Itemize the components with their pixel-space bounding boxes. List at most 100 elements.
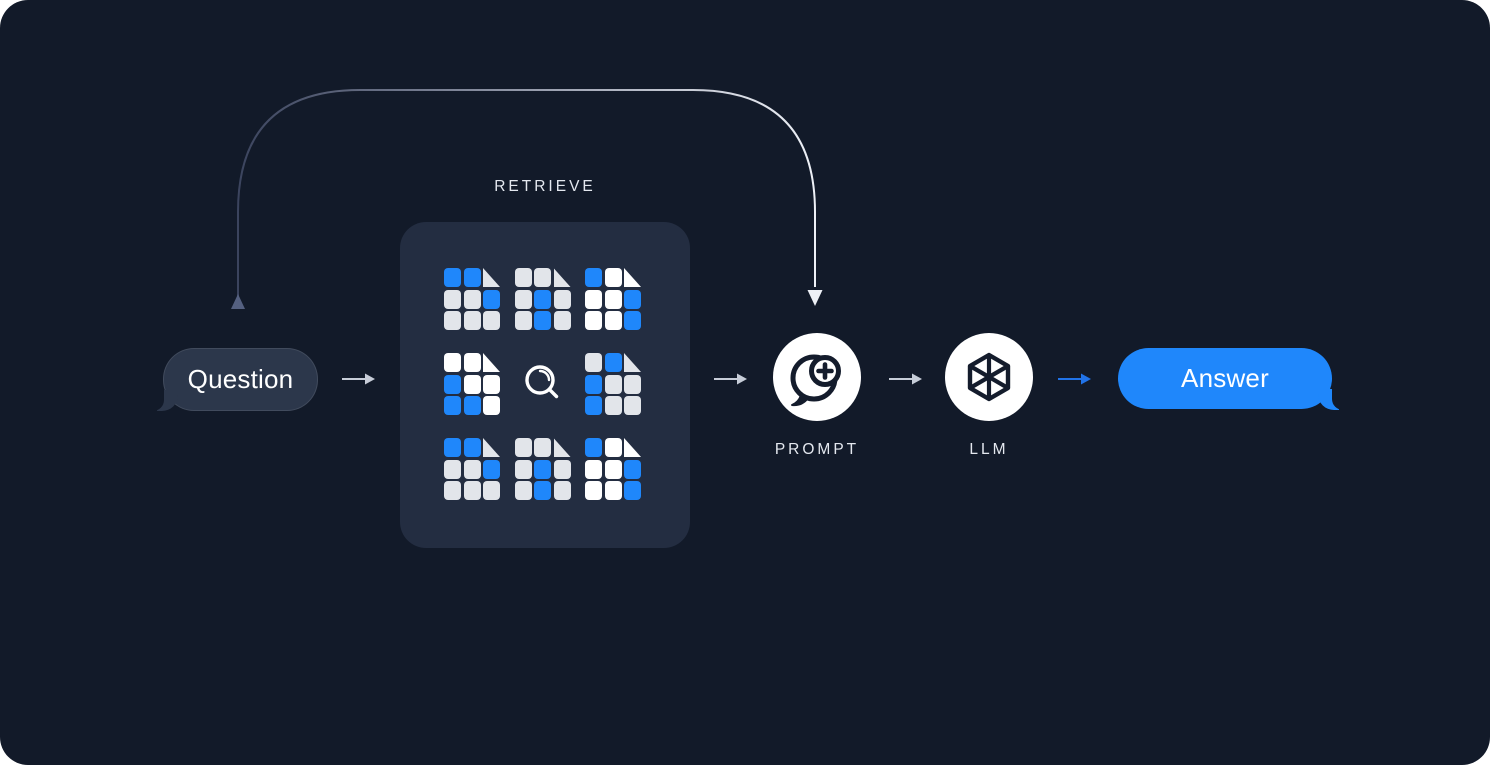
- doc-cell: [624, 289, 641, 309]
- right-arrow-icon: [1058, 373, 1091, 385]
- doc-cell: [444, 311, 461, 330]
- doc-cell: [444, 353, 461, 372]
- doc-cell: [514, 268, 532, 287]
- doc-cell: [604, 438, 622, 457]
- document-icon: [444, 353, 500, 415]
- document-icon: [444, 268, 500, 330]
- doc-cell: [585, 481, 602, 500]
- doc-cell: [444, 438, 461, 457]
- doc-cell: [483, 289, 500, 309]
- doc-cell: [514, 459, 532, 479]
- down-triangle-arrowhead: [807, 290, 823, 306]
- document-icon: [514, 438, 571, 500]
- right-arrow-icon: [342, 373, 375, 385]
- doc-cell: [624, 396, 641, 415]
- doc-cell: [483, 311, 500, 330]
- doc-cell: [624, 459, 641, 479]
- doc-cell: [463, 268, 481, 287]
- doc-cell: [463, 353, 481, 372]
- doc-cell: [604, 374, 622, 394]
- up-triangle-arrowhead: [231, 294, 245, 309]
- doc-cell: [624, 481, 641, 500]
- doc-cell: [534, 311, 551, 330]
- doc-cell: [534, 268, 551, 287]
- doc-cell: [463, 396, 481, 415]
- doc-cell: [463, 438, 481, 457]
- document-icon: [585, 353, 641, 415]
- doc-cell: [585, 268, 602, 287]
- doc-cell: [553, 481, 571, 500]
- doc-cell: [604, 481, 622, 500]
- doc-cell: [444, 396, 461, 415]
- doc-cell: [585, 353, 602, 372]
- doc-fold-corner: [624, 438, 641, 457]
- doc-cell: [534, 459, 551, 479]
- doc-cell: [463, 481, 481, 500]
- doc-cell: [483, 374, 500, 394]
- prompt-node: [773, 333, 861, 421]
- question-bubble: Question: [153, 348, 318, 411]
- retrieve-label: RETRIEVE: [494, 178, 596, 195]
- doc-cell: [444, 459, 461, 479]
- doc-cell: [585, 289, 602, 309]
- chat-bubble-plus-icon: [790, 354, 841, 407]
- doc-cell: [444, 289, 461, 309]
- doc-cell: [604, 459, 622, 479]
- doc-cell: [553, 289, 571, 309]
- magnifier-icon: [524, 365, 558, 399]
- doc-cell: [483, 459, 500, 479]
- doc-fold-corner: [483, 268, 500, 287]
- doc-cell: [585, 396, 602, 415]
- document-icon: [444, 438, 500, 500]
- doc-cell: [463, 374, 481, 394]
- doc-cell: [534, 481, 551, 500]
- doc-cell: [624, 374, 641, 394]
- doc-cell: [514, 438, 532, 457]
- doc-cell: [444, 268, 461, 287]
- question-label: Question: [187, 364, 294, 394]
- doc-cell: [604, 289, 622, 309]
- doc-cell: [463, 289, 481, 309]
- doc-cell: [534, 289, 551, 309]
- right-arrow-icon: [889, 373, 922, 385]
- doc-fold-corner: [553, 438, 571, 457]
- doc-cell: [585, 374, 602, 394]
- llm-node: [945, 333, 1033, 421]
- doc-cell: [604, 268, 622, 287]
- doc-cell: [444, 374, 461, 394]
- right-arrow-icon: [714, 373, 747, 385]
- answer-bubble: Answer: [1118, 348, 1343, 410]
- doc-cell: [463, 459, 481, 479]
- doc-cell: [483, 481, 500, 500]
- doc-cell: [585, 459, 602, 479]
- doc-fold-corner: [483, 438, 500, 457]
- doc-cell: [514, 311, 532, 330]
- doc-cell: [534, 438, 551, 457]
- llm-label: LLM: [969, 441, 1009, 458]
- doc-cell: [585, 438, 602, 457]
- doc-cell: [553, 459, 571, 479]
- magnifier-slot: [515, 353, 571, 415]
- doc-cell: [604, 311, 622, 330]
- doc-cell: [483, 396, 500, 415]
- document-icon: [585, 268, 641, 330]
- prompt-label: PROMPT: [774, 441, 860, 458]
- doc-cell: [585, 311, 602, 330]
- doc-cell: [463, 311, 481, 330]
- doc-cell: [553, 311, 571, 330]
- doc-fold-corner: [483, 353, 500, 372]
- doc-cell: [624, 311, 641, 330]
- doc-cell: [514, 289, 532, 309]
- doc-fold-corner: [553, 268, 571, 287]
- doc-cell: [444, 481, 461, 500]
- document-icon: [514, 268, 571, 330]
- doc-cell: [604, 396, 622, 415]
- doc-fold-corner: [624, 353, 641, 372]
- answer-label: Answer: [1181, 363, 1269, 393]
- doc-cell: [514, 481, 532, 500]
- document-icon: [585, 438, 641, 500]
- doc-fold-corner: [624, 268, 641, 287]
- wireframe-cube-icon: [967, 352, 1011, 402]
- doc-cell: [604, 353, 622, 372]
